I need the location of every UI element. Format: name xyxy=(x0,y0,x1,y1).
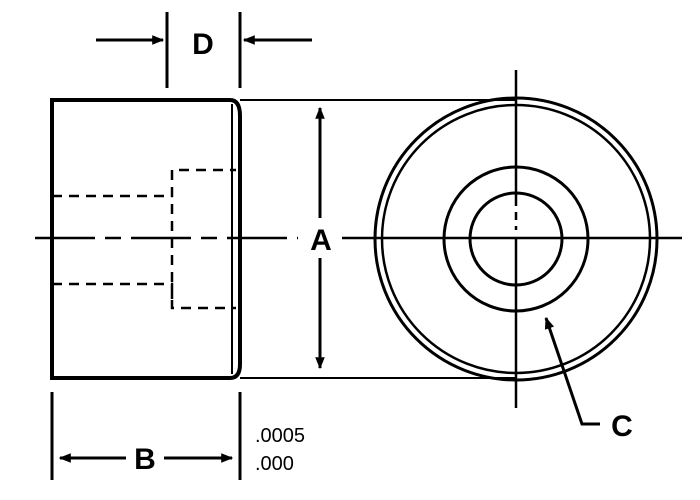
side-view-outline xyxy=(50,98,242,380)
center-lines xyxy=(35,70,682,408)
counterbore-circle xyxy=(442,165,590,313)
c-leader-line xyxy=(544,316,600,426)
tolerance-upper: .0005 xyxy=(255,425,305,447)
outer-circle xyxy=(373,96,659,382)
dimension-b-label: B xyxy=(134,443,156,476)
dimension-a-label: A xyxy=(310,224,332,257)
dimension-c-label: C xyxy=(611,410,633,443)
dimension-c-leader xyxy=(544,316,600,426)
end-view xyxy=(373,96,659,382)
dimension-d-label: D xyxy=(192,28,214,61)
tolerance-lower: .000 xyxy=(255,453,294,475)
bore-circle xyxy=(468,191,564,287)
extension-lines xyxy=(50,12,516,480)
outer-chamfer-circle xyxy=(380,103,652,375)
